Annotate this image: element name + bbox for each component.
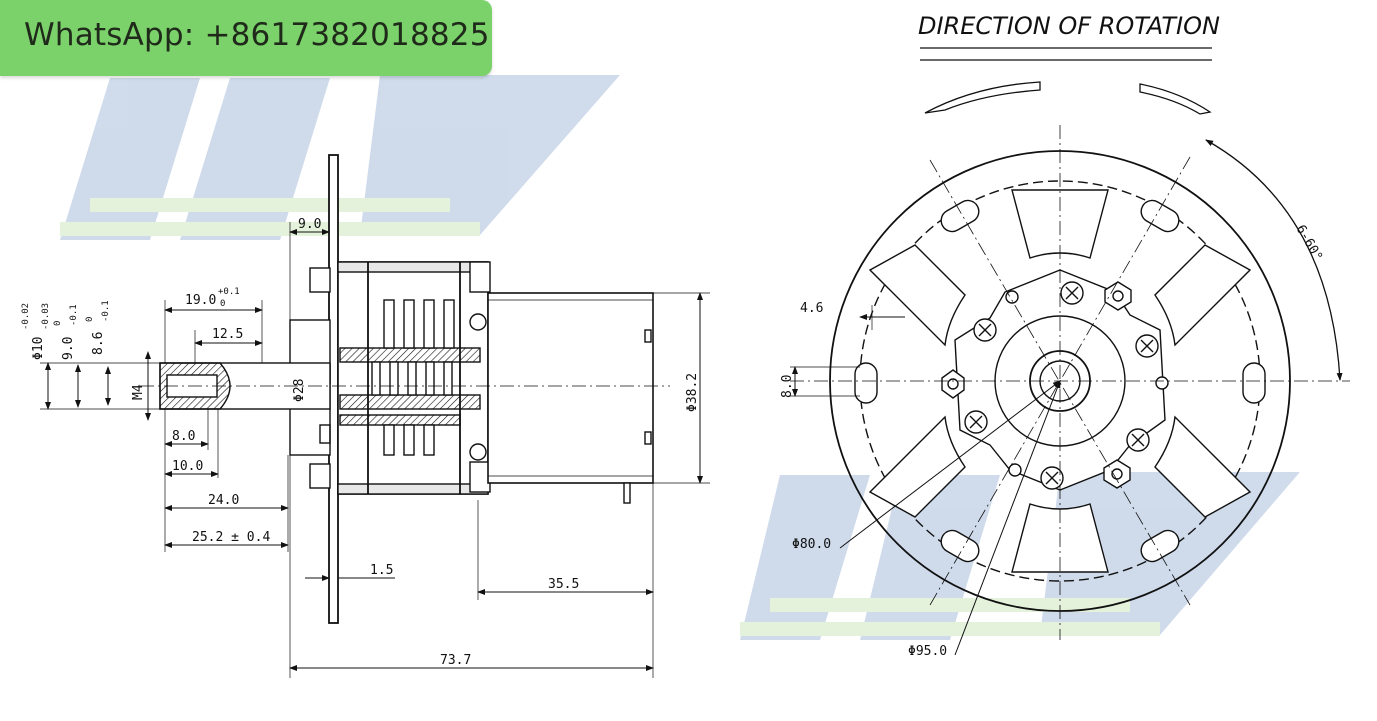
dim-angle: 6-60°	[1293, 223, 1326, 264]
gear-teeth-middle	[371, 361, 453, 396]
mounting-slots	[854, 199, 1266, 563]
side-view	[40, 154, 710, 678]
dim-8-0: 8.0	[172, 429, 195, 444]
whatsapp-banner[interactable]: WhatsApp: +8617382018825	[0, 0, 492, 76]
dim-73-7: 73.7	[440, 653, 471, 668]
dim-35-5: 35.5	[548, 577, 579, 592]
motor-body	[487, 292, 654, 484]
gear-teeth-lower	[383, 424, 435, 456]
dim-phi95: Φ95.0	[908, 644, 947, 659]
dim-m4: M4	[131, 384, 146, 400]
dim-10-0: 10.0	[172, 459, 203, 474]
dim-25-2: 25.2 ± 0.4	[192, 530, 270, 545]
nuts	[941, 281, 1132, 489]
dim-9-0-tol-bot: -0.1	[69, 304, 79, 326]
dim-phi80: Φ80.0	[792, 537, 831, 552]
dim-24-0: 24.0	[208, 493, 239, 508]
dim-19-0-tol-bot: 0	[220, 299, 225, 309]
dim-1-5: 1.5	[370, 563, 393, 578]
dim-phi38-2: Φ38.2	[685, 373, 700, 412]
dim-8-6: 8.6	[91, 332, 106, 355]
watermark-logo-left	[60, 75, 620, 240]
dim-9-0-shaft: 9.0	[61, 337, 76, 360]
dim-12-5: 12.5	[212, 327, 243, 342]
dim-phi28: Φ28	[292, 379, 307, 402]
title-direction-of-rotation: DIRECTION OF ROTATION	[918, 12, 1220, 40]
dim-phi10: Φ10	[31, 337, 46, 360]
dim-8-6-tol-top: 0	[85, 317, 95, 322]
front-view	[790, 125, 1350, 656]
whatsapp-banner-text: WhatsApp: +8617382018825	[24, 17, 490, 53]
dim-9-0: 9.0	[298, 217, 321, 232]
dim-front-8-0: 8.0	[780, 375, 795, 398]
dim-19-0-tol-top: +0.1	[218, 287, 240, 297]
rotation-arrows	[924, 81, 1343, 381]
dim-phi10-tol-top: -0.02	[21, 303, 31, 330]
dim-4-6: 4.6	[800, 301, 823, 316]
dim-19-0: 19.0	[185, 293, 216, 308]
side-view-labels: 9.0 19.0 +0.1 0 12.5 Φ10 -0.02 -0.03 9.0…	[21, 217, 700, 668]
gear-teeth-upper	[383, 299, 455, 349]
dim-8-6-tol-bot: -0.1	[101, 300, 111, 322]
title-underline	[920, 47, 1212, 61]
screws	[964, 281, 1159, 490]
dim-phi10-tol-bot: -0.03	[41, 303, 51, 330]
dim-9-0-tol-top: 0	[53, 321, 63, 326]
